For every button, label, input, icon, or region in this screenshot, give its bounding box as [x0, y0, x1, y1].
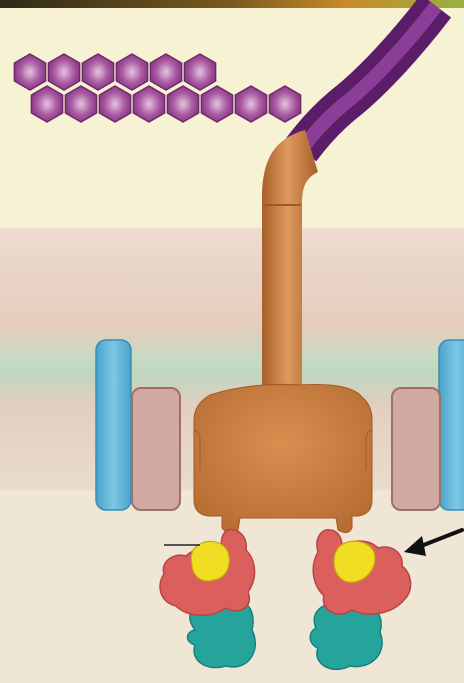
pink-transmembrane-protein-left	[132, 388, 180, 510]
blue-transmembrane-protein-left	[96, 340, 131, 510]
adapter-yellow-left	[191, 541, 229, 581]
top-strip	[0, 0, 464, 8]
receptor-body	[194, 384, 372, 532]
pink-transmembrane-protein-right	[392, 388, 440, 510]
blue-transmembrane-protein-right	[439, 340, 464, 510]
